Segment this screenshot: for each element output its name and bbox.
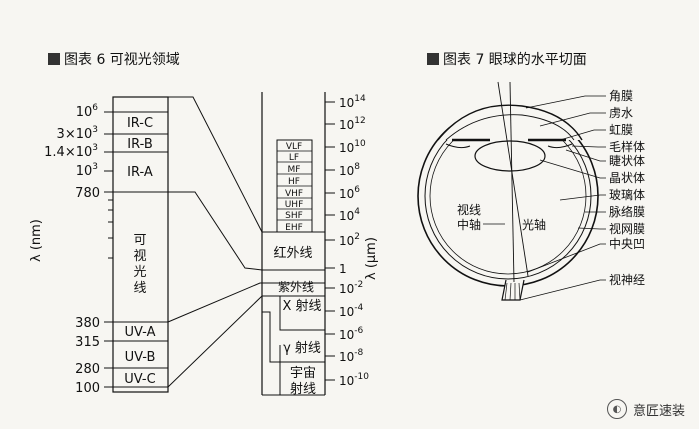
leader-lines [519,95,606,301]
region-label: X 射线 [282,298,321,314]
right-tick-label: 108 [339,162,360,178]
radio-band-label: EHF [285,223,303,233]
eye-part-label: 毛样体 [609,139,645,154]
eye-part-label: 睫状体 [609,154,645,168]
band-label: IR-B [127,137,153,152]
fig6-title: 图表 6 可视光领域 [64,52,180,68]
radio-band-label: VHF [285,189,303,199]
eye-part-label: 中央凹 [609,236,645,251]
tick-label: 106 [76,103,99,120]
fig7-title: 图表 7 眼球的水平切面 [443,52,587,68]
radio-band-label: HF [288,177,300,187]
figure-7: 图表 7 眼球的水平切面 [417,52,645,301]
region-label: 紫外线 [278,280,314,294]
eye-part-label: 视神经 [609,272,645,287]
band-label: 线 [133,281,146,296]
right-tick-label: 104 [339,207,360,223]
inner-label: 中轴 [457,217,481,232]
region-label: 射线 [290,381,316,397]
right-tick-label: 10-10 [339,372,369,388]
fig6-right-axis-label: λ (μm) [364,237,379,280]
radio-band-label: UHF [285,200,304,210]
watermark-text: 意匠速装 [632,403,685,419]
eye-part-label: 脉络膜 [609,204,645,219]
eye-part-label: 晶状体 [609,171,645,185]
right-tick-label: 1010 [339,139,366,155]
region-label: γ 射线 [283,340,321,356]
eye-part-label: 虹膜 [609,123,633,137]
tick-label: 1.4×103 [44,143,98,160]
region-label: 红外线 [273,245,312,261]
tick-label: 380 [75,316,100,331]
radio-band-label: SHF [285,211,303,221]
region-label: 宇宙 [290,366,316,381]
band-label: UV-B [125,350,156,365]
right-tick-label: 10-6 [339,326,364,342]
right-tick-label: 1014 [339,94,366,110]
title-marker-icon [427,53,439,65]
radio-band-label: VLF [286,142,302,152]
eye-part-label: 角膜 [609,89,633,103]
eye-part-label: 玻璃体 [609,188,645,202]
fig6-axis-label: λ (nm) [29,219,44,262]
tick-label: 280 [75,362,100,377]
band-label: 光 [133,265,146,280]
eye-part-label: 视网膜 [609,221,645,236]
tick-label: 103 [76,162,98,179]
eye-part-label: 虏水 [609,106,633,120]
right-tick-label: 102 [339,232,360,248]
wechat-icon: ◐ [606,399,627,419]
tick-label: 315 [75,335,100,350]
right-tick-label: 1 [339,262,347,276]
right-tick-label: 10-2 [339,280,363,296]
right-tick-label: 106 [339,185,360,201]
tick-label: 100 [75,381,100,396]
radio-band-label: LF [289,153,299,163]
band-label: UV-A [125,325,156,340]
eye-diagram: 视线 中轴 光轴 [417,81,599,301]
inner-label: 视线 [457,202,481,217]
spectrum-column [112,96,169,393]
title-marker-icon [48,53,60,65]
right-tick-label: 10-8 [339,348,364,364]
band-label: IR-C [127,116,153,131]
band-label: UV-C [124,372,155,387]
right-tick-label: 1012 [339,116,366,132]
right-tick-label: 10-4 [339,303,364,319]
inner-label: 光轴 [522,217,546,232]
band-label: 可 [133,233,146,248]
band-label: 视 [133,249,146,264]
band-label: IR-A [127,165,153,180]
radio-band-label: MF [288,165,301,175]
connector-lines [167,96,263,388]
figure-6: 图表 6 可视光领域 [29,52,379,397]
watermark: ◐ 意匠速装 [606,399,685,419]
tick-label: 780 [75,186,100,201]
tick-label: 3×103 [57,125,98,142]
